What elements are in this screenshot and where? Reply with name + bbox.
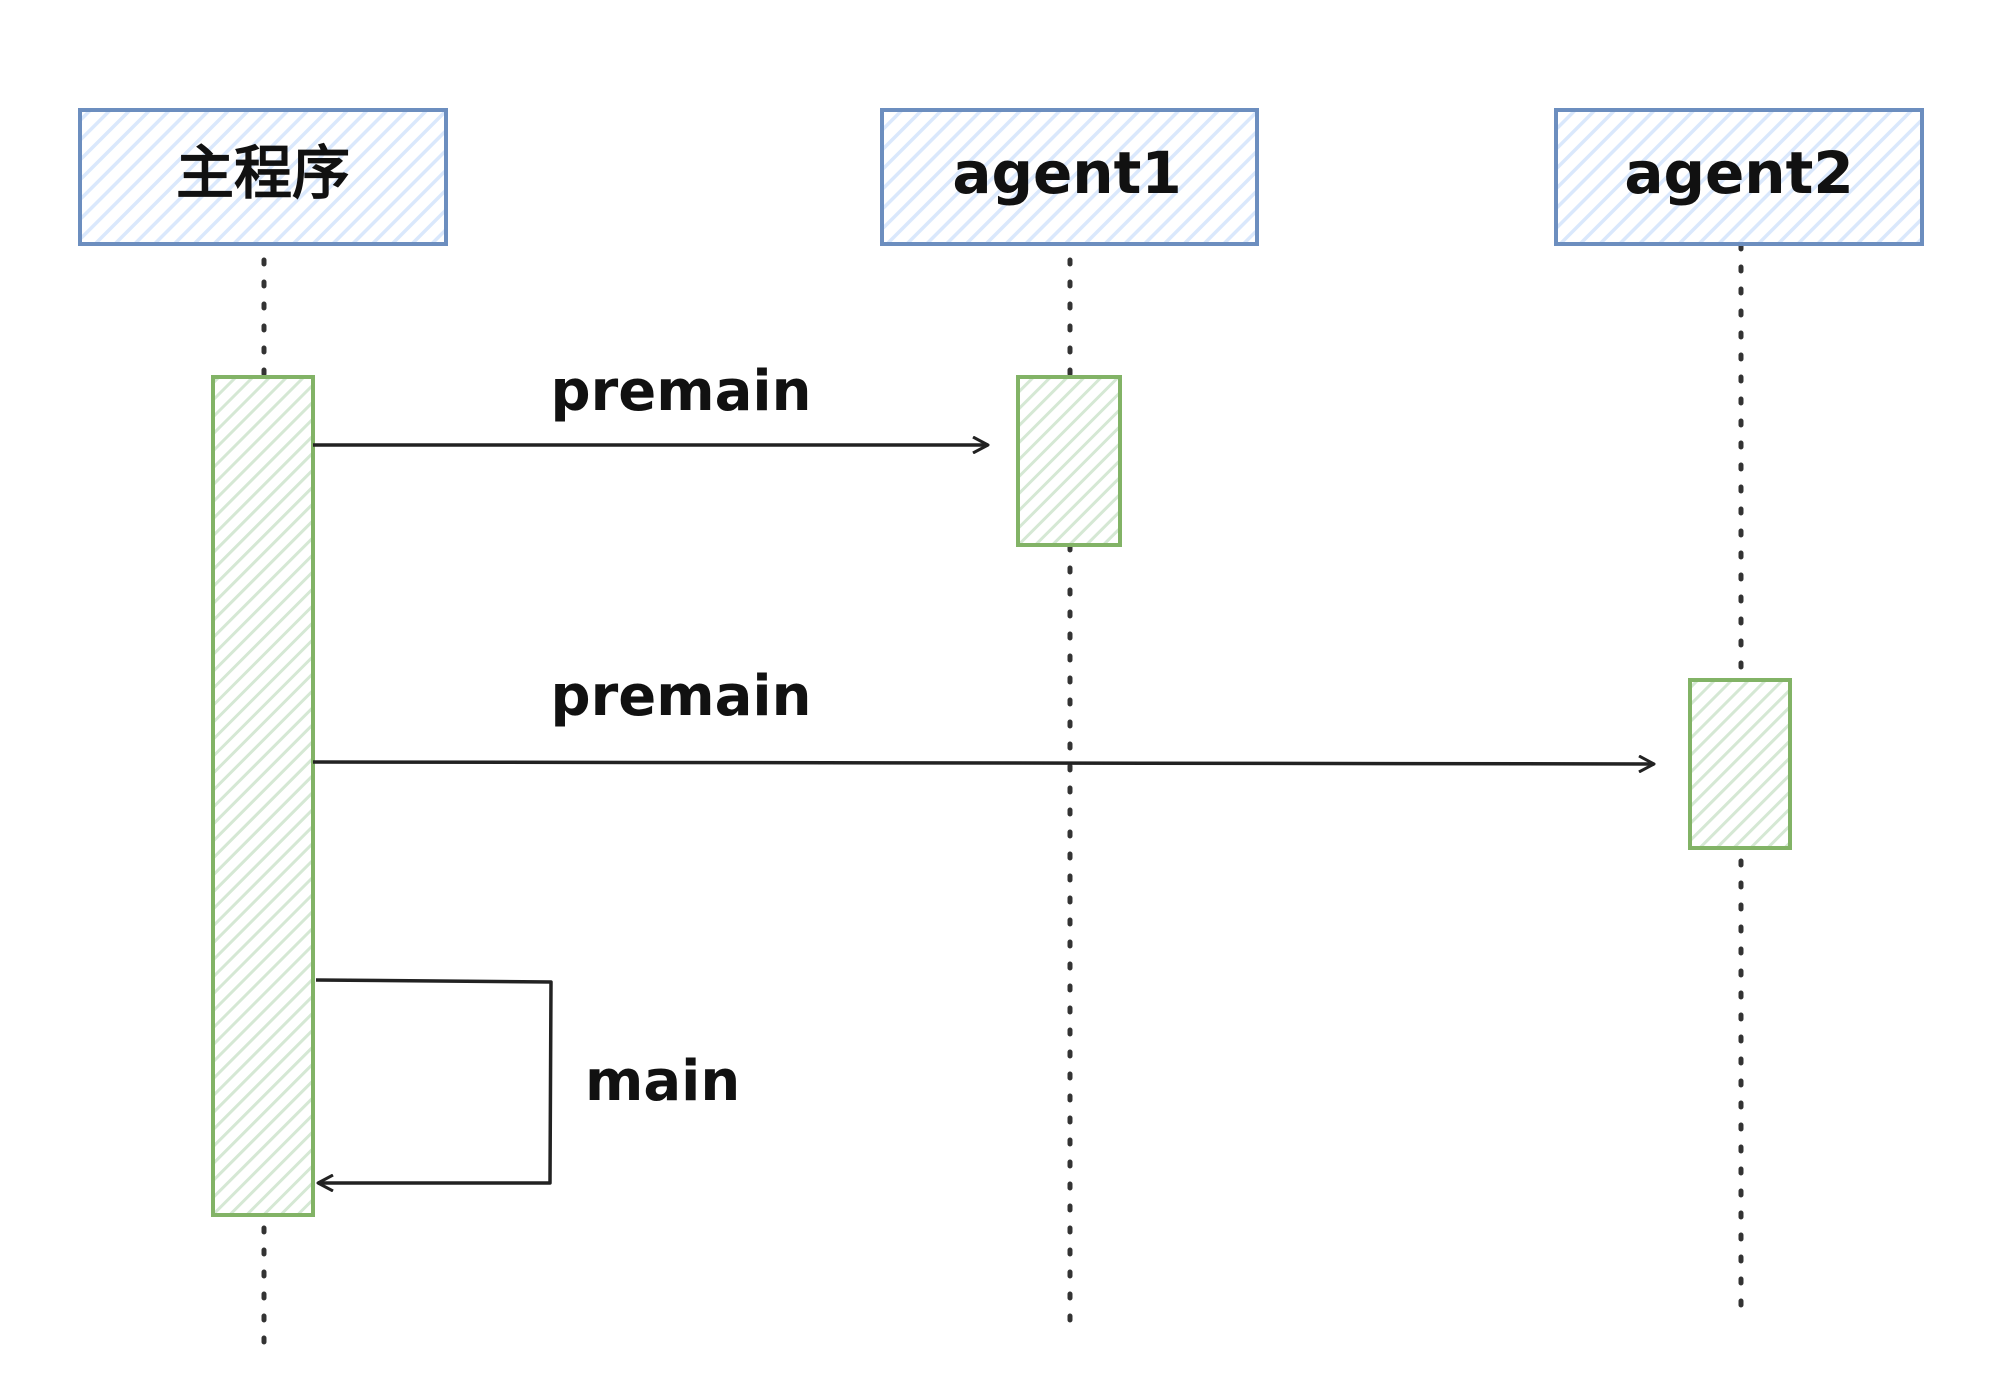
message-label: premain [551,664,812,729]
message-label: premain [551,359,812,424]
self-call-arrow [315,978,553,1183]
message-main-self: main [315,978,740,1183]
participant-main: 主程序 [78,108,448,246]
participant-agent1: agent1 [880,108,1259,246]
message-label: main [585,1049,740,1114]
message-arrow [312,762,1654,764]
activation-agent2 [1688,678,1792,850]
message-premain-agent2: premain [312,664,1654,764]
activation-main [211,375,315,1217]
message-premain-agent1: premain [313,359,988,445]
participant-agent1-label: agent1 [952,139,1181,207]
participant-agent2: agent2 [1554,108,1924,246]
activation-agent1 [1016,375,1122,547]
participant-agent2-label: agent2 [1624,139,1853,207]
participant-main-label: 主程序 [176,139,350,207]
